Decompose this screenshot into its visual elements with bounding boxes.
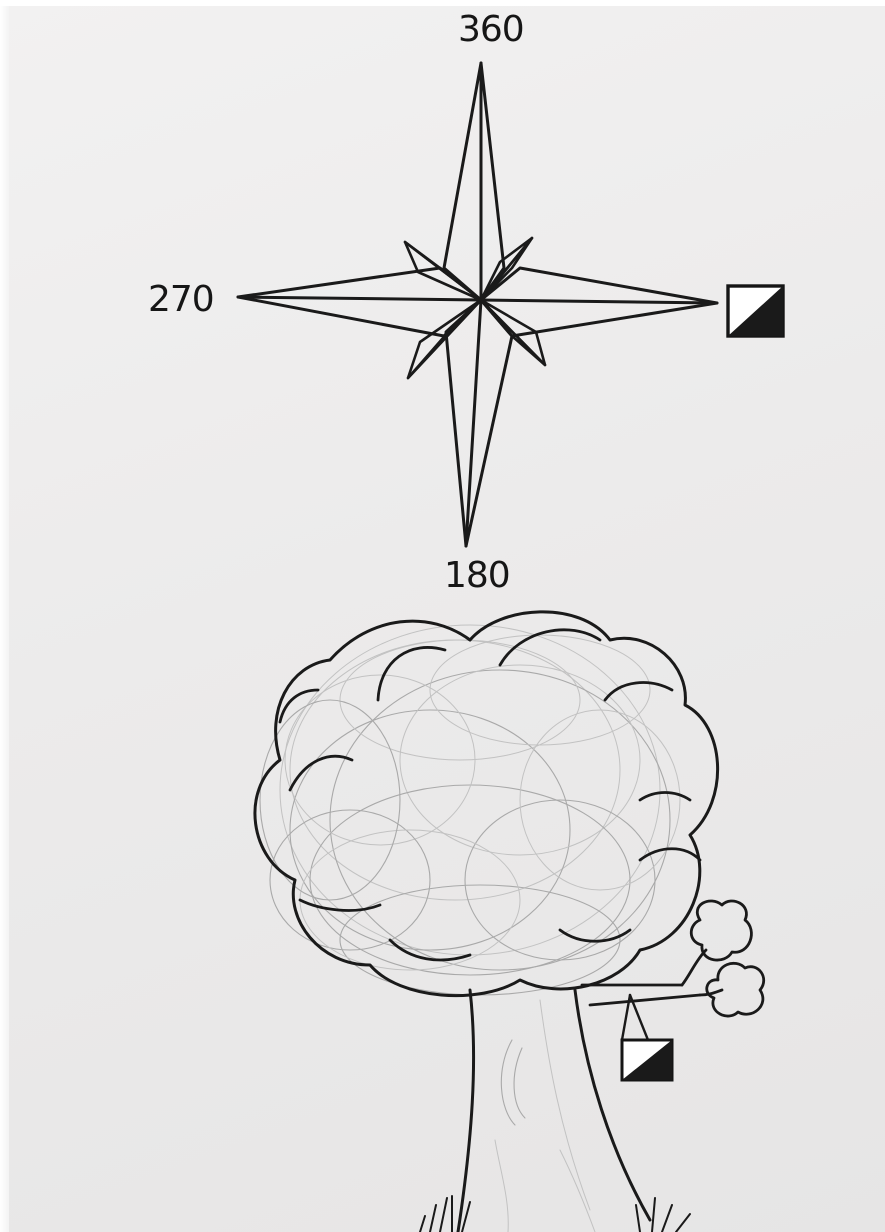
canopy-arcs bbox=[280, 630, 700, 960]
compass-diagonal-points bbox=[405, 238, 545, 378]
tree-trunk bbox=[458, 990, 650, 1232]
trunk-pencil-texture bbox=[495, 1000, 595, 1232]
compass-main-points bbox=[238, 63, 717, 546]
tree-control-flag-icon bbox=[622, 995, 672, 1080]
tree-drawing bbox=[255, 612, 764, 1232]
canopy-outline bbox=[255, 612, 718, 996]
compass-rose bbox=[238, 63, 717, 546]
compass-south-label: 180 bbox=[444, 558, 510, 594]
compass-north-label: 360 bbox=[458, 12, 524, 48]
compass-west-label: 270 bbox=[148, 282, 214, 318]
control-flag-icon bbox=[728, 286, 783, 336]
canopy-pencil-shading bbox=[260, 625, 680, 995]
